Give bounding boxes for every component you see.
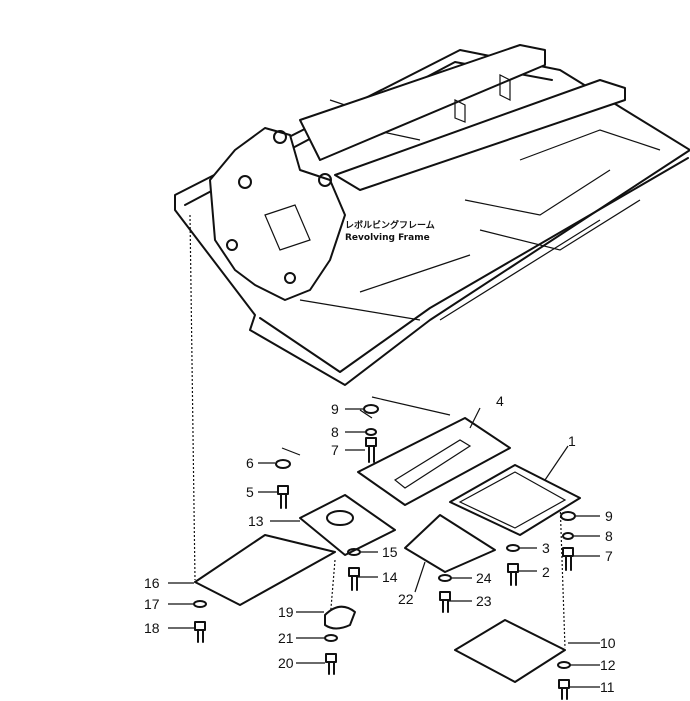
callout-2: 2	[542, 564, 550, 580]
assembly-lines	[189, 214, 566, 649]
callout-23: 23	[476, 593, 492, 609]
callout-14: 14	[382, 569, 398, 585]
leader-lines	[168, 407, 600, 688]
plate-part-16	[194, 534, 336, 606]
callout-24: 24	[476, 570, 492, 586]
callout-19: 19	[278, 604, 294, 620]
callout-7-upper: 7	[331, 442, 339, 458]
plate-part-13	[299, 494, 396, 556]
callout-21: 21	[278, 630, 294, 646]
callout-22: 22	[398, 591, 414, 607]
callout-11: 11	[600, 679, 615, 695]
callout-3: 3	[542, 540, 550, 556]
frame-label-jp: レボルビングフレーム	[345, 219, 435, 231]
plate-part-22	[404, 514, 496, 573]
callout-12: 12	[600, 657, 616, 673]
callout-1: 1	[568, 433, 576, 449]
callout-8-upper: 8	[331, 424, 339, 440]
cover-plates	[194, 417, 581, 683]
callout-16: 16	[144, 575, 160, 591]
callout-7-right: 7	[605, 548, 613, 564]
fasteners	[193, 404, 576, 700]
cover-part-19	[324, 605, 356, 630]
callout-6: 6	[246, 455, 254, 471]
plate-part-10	[454, 619, 566, 683]
callout-15: 15	[382, 544, 398, 560]
callout-18: 18	[144, 620, 160, 636]
revolving-frame: レボルビングフレーム Revolving Frame	[174, 44, 690, 386]
callout-5: 5	[246, 484, 254, 500]
cover-part-1	[449, 464, 581, 536]
callout-9-right: 9	[605, 508, 613, 524]
frame-label-en: Revolving Frame	[345, 233, 430, 243]
callout-8-right: 8	[605, 528, 613, 544]
callout-17: 17	[144, 596, 160, 612]
callout-labels: 1 2 3 4 5 6 7 7 8 8 9 9 10 11 12 13 14 1…	[144, 393, 616, 695]
callout-4: 4	[496, 393, 504, 409]
callout-13: 13	[248, 513, 264, 529]
callout-20: 20	[278, 655, 294, 671]
cover-part-4	[357, 417, 511, 506]
callout-9-upper: 9	[331, 401, 339, 417]
callout-10: 10	[600, 635, 616, 651]
